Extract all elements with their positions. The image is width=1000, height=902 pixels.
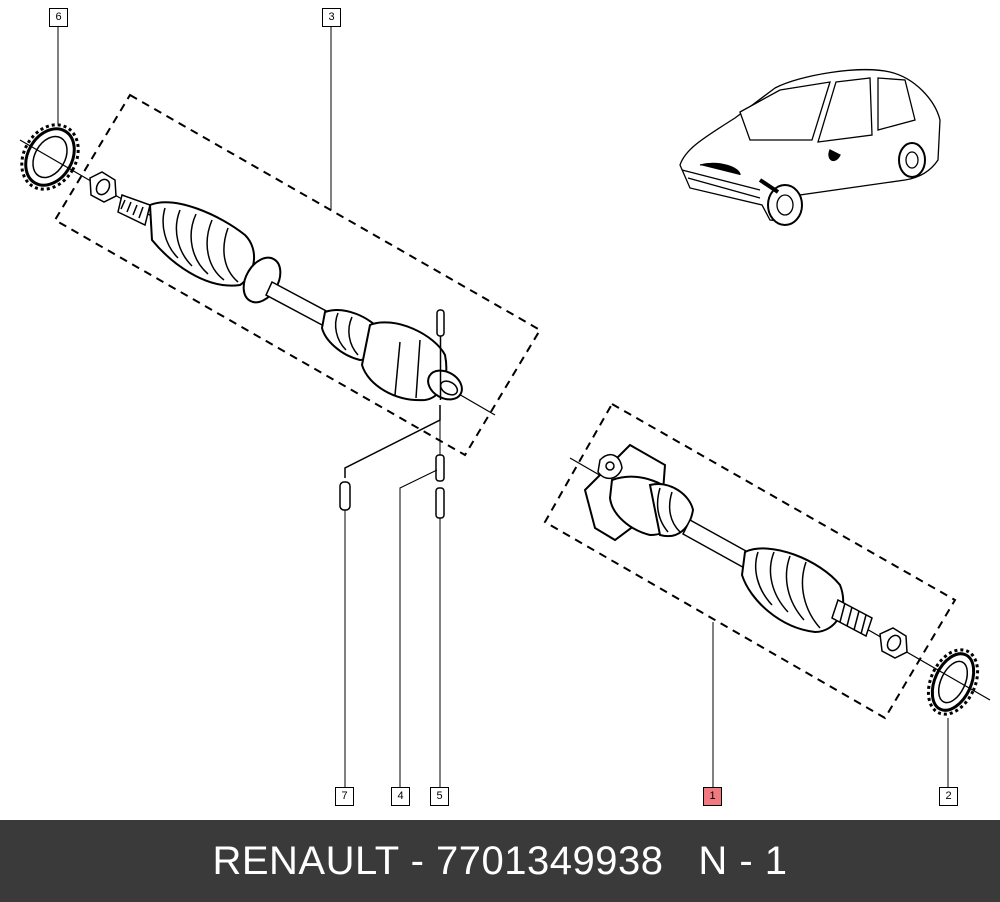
- part-7-roll-pin: [339, 481, 351, 511]
- callout-4: 4: [391, 787, 410, 806]
- callout-2: 2: [939, 787, 958, 806]
- callout-6: 6: [49, 8, 68, 27]
- exploded-parts-diagram: [19, 26, 991, 787]
- car-illustration: [679, 69, 941, 226]
- callout-1[interactable]: 1: [703, 787, 722, 806]
- right-inner-boot: [648, 483, 695, 538]
- right-hub-nut: [879, 627, 908, 659]
- part-2-abs-ring: [926, 648, 980, 716]
- callout-5: 5: [430, 787, 449, 806]
- right-driveshaft-assembly: [543, 402, 991, 787]
- part-number-caption: RENAULT - 7701349938 N - 1: [212, 838, 788, 883]
- left-driveshaft-assembly: [19, 93, 542, 478]
- left-hub-nut: [89, 171, 117, 203]
- footer-bar: RENAULT - 7701349938 N - 1: [0, 820, 1000, 902]
- part-1-group-outline: [543, 402, 957, 720]
- left-tripod-housing: [360, 321, 463, 402]
- part-3-group-outline: [53, 93, 542, 457]
- right-outer-boot: [740, 547, 845, 634]
- callout-7: 7: [335, 787, 354, 806]
- part-5-roll-pin: [435, 487, 445, 519]
- roll-pins: [339, 420, 445, 519]
- part-6-abs-ring: [20, 123, 80, 191]
- left-outer-boot: [148, 201, 256, 287]
- part-4-roll-pin: [435, 454, 445, 482]
- callout-3: 3: [322, 8, 341, 27]
